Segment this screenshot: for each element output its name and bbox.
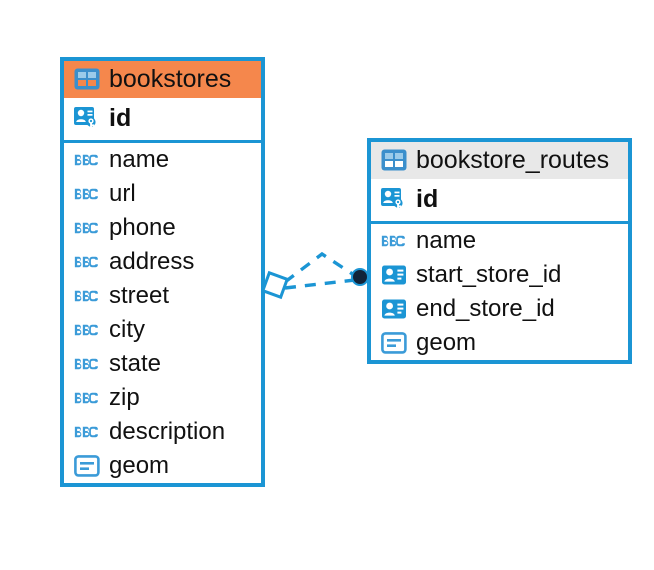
field-name: name [416,227,477,254]
field-name: end_store_id [416,295,555,322]
field-row-start-store-id[interactable]: start_store_id [371,258,628,292]
field-name: address [109,248,195,275]
text-abc-icon [74,147,100,173]
text-abc-icon [74,283,100,309]
foreign-key-icon [381,296,407,322]
text-abc-icon [74,181,100,207]
field-row-description[interactable]: description [64,415,261,449]
entity-name: bookstores [109,64,232,93]
text-abc-icon [74,215,100,241]
field-name: city [109,316,145,343]
text-abc-icon [74,317,100,343]
field-row-geom[interactable]: geom [64,449,261,483]
geometry-icon [74,453,100,479]
field-row-primary-key[interactable]: id [64,98,261,143]
field-row-geom[interactable]: geom [371,326,628,360]
field-name: name [109,146,170,173]
text-abc-icon [74,351,100,377]
primary-key-icon [74,106,100,132]
field-name: description [109,418,226,445]
field-row-zip[interactable]: zip [64,381,261,415]
relationship-line-upper [283,251,358,284]
relationship-line-lower [284,278,356,290]
field-row-name[interactable]: name [371,224,628,258]
field-row-name[interactable]: name [64,143,261,177]
text-abc-icon [74,419,100,445]
field-name: id [109,104,132,132]
foreign-key-icon [381,262,407,288]
field-name: state [109,350,162,377]
entity-bookstores[interactable]: bookstores id [60,57,265,487]
field-name: geom [416,329,477,356]
field-row-phone[interactable]: phone [64,211,261,245]
text-abc-icon [74,385,100,411]
primary-key-icon [381,187,407,213]
field-row-address[interactable]: address [64,245,261,279]
entity-header-bookstores[interactable]: bookstores [64,61,261,98]
diamond-endpoint-icon [260,270,290,300]
field-row-city[interactable]: city [64,313,261,347]
field-name: street [109,282,170,309]
field-name: url [109,180,136,207]
field-name: id [416,185,439,213]
entity-bookstore-routes[interactable]: bookstore_routes id [367,138,632,364]
field-row-street[interactable]: street [64,279,261,313]
text-abc-icon [381,228,407,254]
entity-name: bookstore_routes [416,145,610,174]
field-row-url[interactable]: url [64,177,261,211]
field-name: phone [109,214,176,241]
entity-header-bookstore-routes[interactable]: bookstore_routes [371,142,628,179]
field-row-state[interactable]: state [64,347,261,381]
field-name: zip [109,384,140,411]
field-name: geom [109,452,170,479]
table-icon [381,147,407,173]
field-row-primary-key[interactable]: id [371,179,628,224]
field-row-end-store-id[interactable]: end_store_id [371,292,628,326]
geometry-icon [381,330,407,356]
field-name: start_store_id [416,261,562,288]
text-abc-icon [74,249,100,275]
table-icon [74,66,100,92]
